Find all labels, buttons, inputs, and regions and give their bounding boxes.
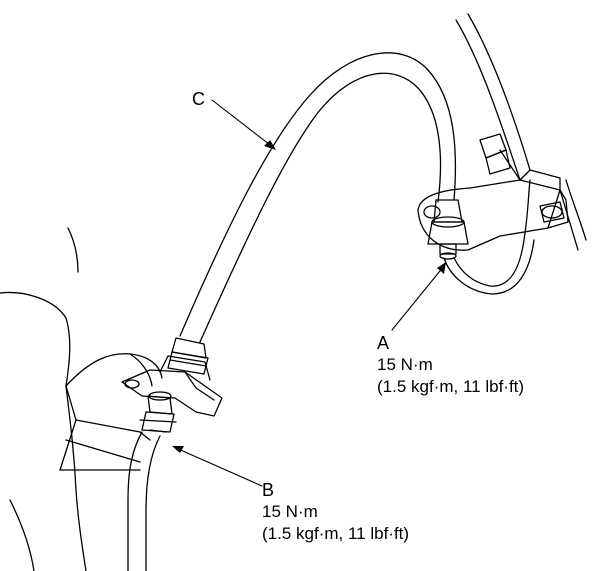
strut-outline xyxy=(455,13,587,251)
torque-spec-b-alt-units: (1.5 kgf·m, 11 lbf·ft) xyxy=(262,524,410,543)
brake-hose xyxy=(179,52,457,343)
leader-arrowheads xyxy=(172,140,446,453)
torque-spec-a: 15 N·m xyxy=(377,355,433,374)
lower-clip xyxy=(121,355,223,417)
upper-bolts xyxy=(479,133,565,223)
upper-bracket xyxy=(417,169,569,251)
hose-crimp-lower xyxy=(167,337,209,375)
knuckle-outline xyxy=(0,227,87,571)
lower-fitting xyxy=(139,391,177,433)
callout-label-c: C xyxy=(192,89,205,109)
leader-lines xyxy=(175,99,445,487)
lower-brake-line xyxy=(127,431,161,571)
upper-brake-line xyxy=(443,179,535,295)
callout-label-a: A xyxy=(377,333,390,353)
torque-spec-b: 15 N·m xyxy=(262,502,318,521)
callout-label-b: B xyxy=(262,480,275,500)
torque-spec-a-alt-units: (1.5 kgf·m, 11 lbf·ft) xyxy=(377,377,525,396)
